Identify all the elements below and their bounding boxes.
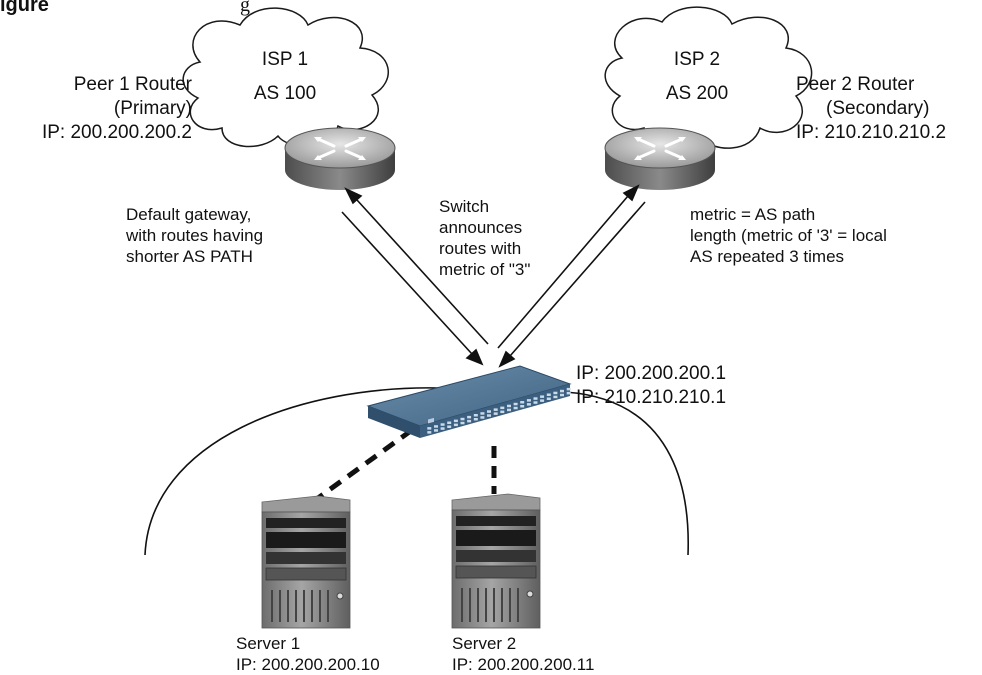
switch-port	[493, 412, 498, 415]
router-1-icon	[284, 127, 396, 190]
switch-port	[460, 421, 465, 425]
switch-port	[467, 419, 472, 423]
server1-ip: IP: 200.200.200.10	[236, 655, 380, 674]
switch-port	[480, 416, 485, 419]
switch-label: IP: 200.200.200.1 IP: 210.210.210.1	[576, 362, 726, 410]
metric-note-line: metric = AS path	[690, 205, 816, 224]
link-switch-server1	[316, 427, 414, 501]
switch-port	[440, 423, 445, 426]
isp1-cloud	[182, 7, 389, 148]
announce-note: Switch announces routes with metric of "…	[439, 196, 530, 280]
link-router1-switch	[341, 187, 489, 366]
switch-port	[546, 397, 551, 400]
switch-port	[434, 425, 438, 428]
switch-port	[473, 414, 478, 417]
switch-port	[546, 393, 551, 396]
figure-title: igure g	[0, 0, 250, 17]
switch-port	[560, 393, 564, 397]
switch-port	[487, 410, 491, 413]
gateway-note-line: Default gateway,	[126, 205, 252, 224]
peer2-label: Peer 2 Router (Secondary) IP: 210.210.21…	[796, 73, 946, 145]
peer2-ip: IP: 210.210.210.2	[796, 122, 947, 143]
announce-note-line: routes with	[439, 239, 522, 258]
gateway-note-line: with routes having	[126, 226, 264, 245]
peer2-line2: (Secondary)	[826, 98, 930, 119]
isp2-cloud	[604, 6, 813, 149]
switch-port	[520, 401, 525, 404]
peer1-label: Peer 1 Router (Primary) IP: 200.200.200.…	[0, 73, 192, 145]
announce-note-line: Switch	[439, 197, 490, 216]
switch-port	[427, 427, 432, 430]
figure-caption: g	[240, 0, 250, 16]
announce-note-line: metric of "3"	[439, 260, 531, 279]
switch-port	[427, 431, 432, 434]
metric-note: metric = AS path length (metric of '3' =…	[690, 204, 887, 267]
metric-note-line: AS repeated 3 times	[690, 247, 845, 266]
switch-icon	[366, 365, 572, 438]
announce-note-line: announces	[439, 218, 523, 237]
switch-port	[480, 412, 485, 415]
server2-ip: IP: 200.200.200.11	[452, 655, 595, 674]
switch-port	[467, 415, 472, 419]
gateway-note-line: shorter AS PATH	[126, 247, 253, 266]
switch-port	[453, 419, 458, 423]
switch-port	[460, 417, 465, 421]
switch-port	[447, 425, 452, 428]
server2-label: Server 2 IP: 200.200.200.11	[452, 633, 594, 675]
switch-ip-2: IP: 210.210.210.1	[576, 387, 727, 408]
peer1-line1: Peer 1 Router	[73, 74, 192, 95]
isp1-name: ISP 1	[261, 49, 309, 70]
peer1-line2: (Primary)	[113, 98, 192, 119]
switch-port	[447, 421, 452, 424]
server-2-icon	[451, 493, 541, 629]
isp2-as: AS 200	[665, 83, 729, 104]
switch-port	[526, 403, 531, 406]
server1-name: Server 1	[236, 634, 301, 653]
switch-port	[560, 389, 564, 393]
switch-port	[540, 395, 545, 398]
switch-port	[507, 408, 511, 412]
switch-port	[507, 404, 511, 408]
server2-name: Server 2	[452, 634, 517, 653]
isp1-labels: ISP 1 AS 100	[240, 48, 330, 106]
switch-port	[566, 391, 571, 395]
router-2-icon	[604, 127, 716, 190]
switch-ip-1: IP: 200.200.200.1	[576, 363, 727, 384]
switch-port	[434, 429, 438, 432]
switch-port	[540, 399, 545, 402]
switch-port	[440, 427, 445, 430]
lan-boundary-arc	[144, 387, 690, 556]
switch-port	[487, 414, 491, 417]
switch-port	[513, 402, 518, 406]
switch-port	[553, 395, 558, 399]
figure-number: igure	[0, 0, 49, 16]
peer2-line1: Peer 2 Router	[796, 74, 915, 95]
peer1-ip: IP: 200.200.200.2	[41, 122, 192, 143]
switch-port	[500, 410, 505, 414]
switch-port	[566, 387, 571, 391]
switch-port	[533, 397, 538, 400]
isp1-as: AS 100	[253, 83, 317, 104]
isp2-labels: ISP 2 AS 200	[652, 48, 742, 106]
switch-port	[520, 405, 525, 408]
switch-port	[533, 401, 538, 404]
server-1-icon	[261, 495, 351, 629]
gateway-note: Default gateway, with routes having shor…	[126, 204, 263, 267]
switch-port	[493, 408, 498, 411]
switch-port	[553, 391, 558, 395]
switch-port	[513, 406, 518, 410]
switch-port	[526, 399, 531, 402]
isp2-name: ISP 2	[673, 49, 721, 70]
switch-port	[473, 418, 478, 421]
switch-port	[453, 423, 458, 427]
link-switch-router2	[497, 184, 646, 368]
metric-note-line: length (metric of '3' = local	[690, 226, 887, 245]
switch-port	[500, 406, 505, 410]
server1-label: Server 1 IP: 200.200.200.10	[236, 633, 380, 675]
